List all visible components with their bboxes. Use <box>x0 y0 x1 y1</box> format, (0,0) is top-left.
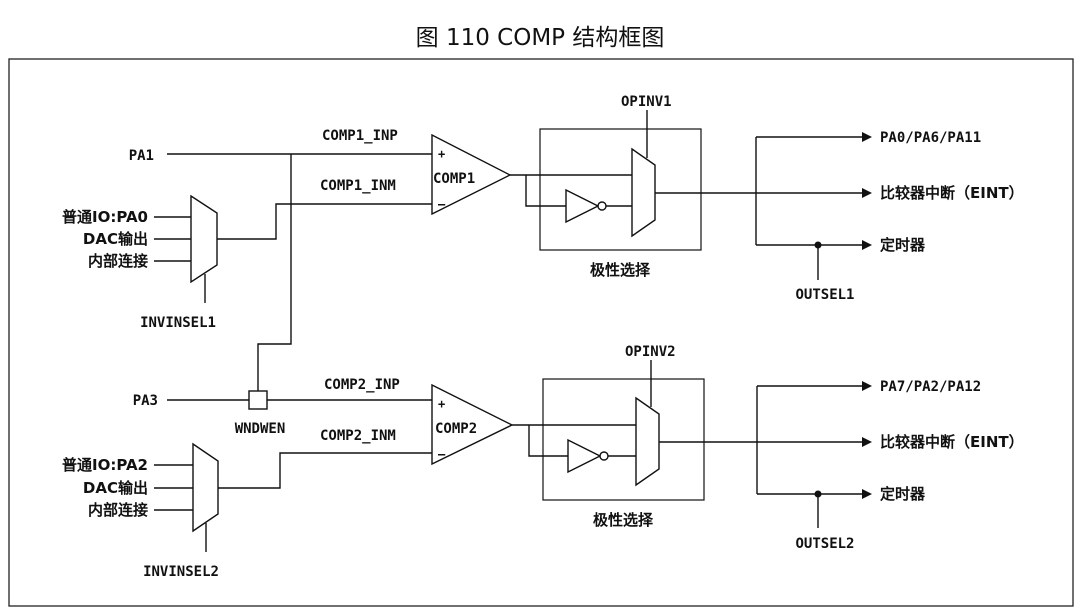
diagram-frame <box>8 58 1074 607</box>
comp2-mux-input-internal: 内部连接 <box>88 501 148 519</box>
figure-title: 图 110 COMP 结构框图 <box>416 25 665 51</box>
comp2-mux-select-label: INVINSEL2 <box>143 564 219 580</box>
comp1-mux-select-label: INVINSEL1 <box>140 315 216 331</box>
wndwen-label: WNDWEN <box>235 421 286 437</box>
wndwen-switch <box>248 390 268 410</box>
comp1-inverter-shape <box>565 188 600 224</box>
comp2-plus-sign: + <box>438 397 445 411</box>
comp1-mux-input-gpio: 普通IO:PA0 <box>62 208 148 226</box>
comp2-inm-label: COMP2_INM <box>320 428 396 444</box>
comp2-inp-label: COMP2_INP <box>324 377 400 393</box>
comp2-polarity-box <box>542 378 705 501</box>
comp2-output-pins-label: PA7/PA2/PA12 <box>880 379 981 395</box>
comp1-window-link-wire <box>257 154 292 391</box>
comp1-comparator-label: COMP1 <box>433 171 475 187</box>
comp1-mux-shape <box>190 194 218 284</box>
comp1-inp-label: COMP1_INP <box>322 128 398 144</box>
comp2-opinv-label: OPINV2 <box>625 344 676 360</box>
comp2-mux-shape <box>192 442 219 533</box>
comp1-polarity-box <box>539 128 702 251</box>
comp1-polarity-box-label: 极性选择 <box>590 261 651 279</box>
comp1-mux-input-dac: DAC输出 <box>83 230 148 248</box>
comp1-output-pins-label: PA0/PA6/PA11 <box>880 130 981 146</box>
comp1-output-timer-label: 定时器 <box>880 236 926 254</box>
comp1-output-interrupt-label: 比较器中断（EINT） <box>880 184 1024 202</box>
comp1-outsel-label: OUTSEL1 <box>795 287 854 303</box>
comp1-minus-sign: – <box>438 197 446 211</box>
comp2-polarity-box-label: 极性选择 <box>593 511 654 529</box>
comp2-output-mux-shape <box>635 396 660 487</box>
comp1-section: PA1 COMP1_INP COMP1_INM 普通IO:PA0 DAC输出 内… <box>62 94 1024 391</box>
comp1-inm-label: COMP1_INM <box>320 178 396 194</box>
comp1-mux-input-internal: 内部连接 <box>88 252 148 270</box>
comp1-output-mux-shape <box>631 147 656 238</box>
comp1-out-inverter-wire <box>525 175 566 207</box>
comp2-output-timer-label: 定时器 <box>880 485 926 503</box>
comp1-arrow-pin <box>862 132 872 142</box>
comp2-arrow-pin <box>862 381 872 391</box>
comp2-comparator-label: COMP2 <box>435 421 477 437</box>
comp1-plus-sign: + <box>438 147 445 161</box>
comp1-arrow-timer <box>862 240 872 250</box>
comp1-arrow-interrupt <box>862 188 872 198</box>
comp2-minus-sign: – <box>438 447 446 461</box>
comp2-output-interrupt-label: 比较器中断（EINT） <box>880 433 1024 451</box>
comp2-comparator-shape <box>431 383 514 466</box>
comp2-inm-wire <box>218 452 432 489</box>
comp1-opinv-label: OPINV1 <box>621 94 672 110</box>
comp2-out-inverter-wire <box>528 425 568 457</box>
comp2-inverter-shape <box>567 438 602 474</box>
comp1-input-pa1-label: PA1 <box>129 148 154 164</box>
comp2-arrow-timer <box>862 489 872 499</box>
comp1-inm-wire <box>217 203 432 240</box>
comp2-arrow-interrupt <box>862 437 872 447</box>
comp2-section: PA3 WNDWEN COMP2_INP COMP2_INM 普通IO:PA2 … <box>62 344 1024 580</box>
comp2-mux-input-gpio: 普通IO:PA2 <box>62 456 148 474</box>
comp2-outsel-label: OUTSEL2 <box>795 536 854 552</box>
comp2-inverter-bubble <box>599 451 609 461</box>
comp2-input-pa3-label: PA3 <box>133 393 158 409</box>
comp1-inverter-bubble <box>597 201 607 211</box>
comp2-mux-input-dac: DAC输出 <box>83 479 148 497</box>
comp1-comparator-shape <box>431 133 512 216</box>
